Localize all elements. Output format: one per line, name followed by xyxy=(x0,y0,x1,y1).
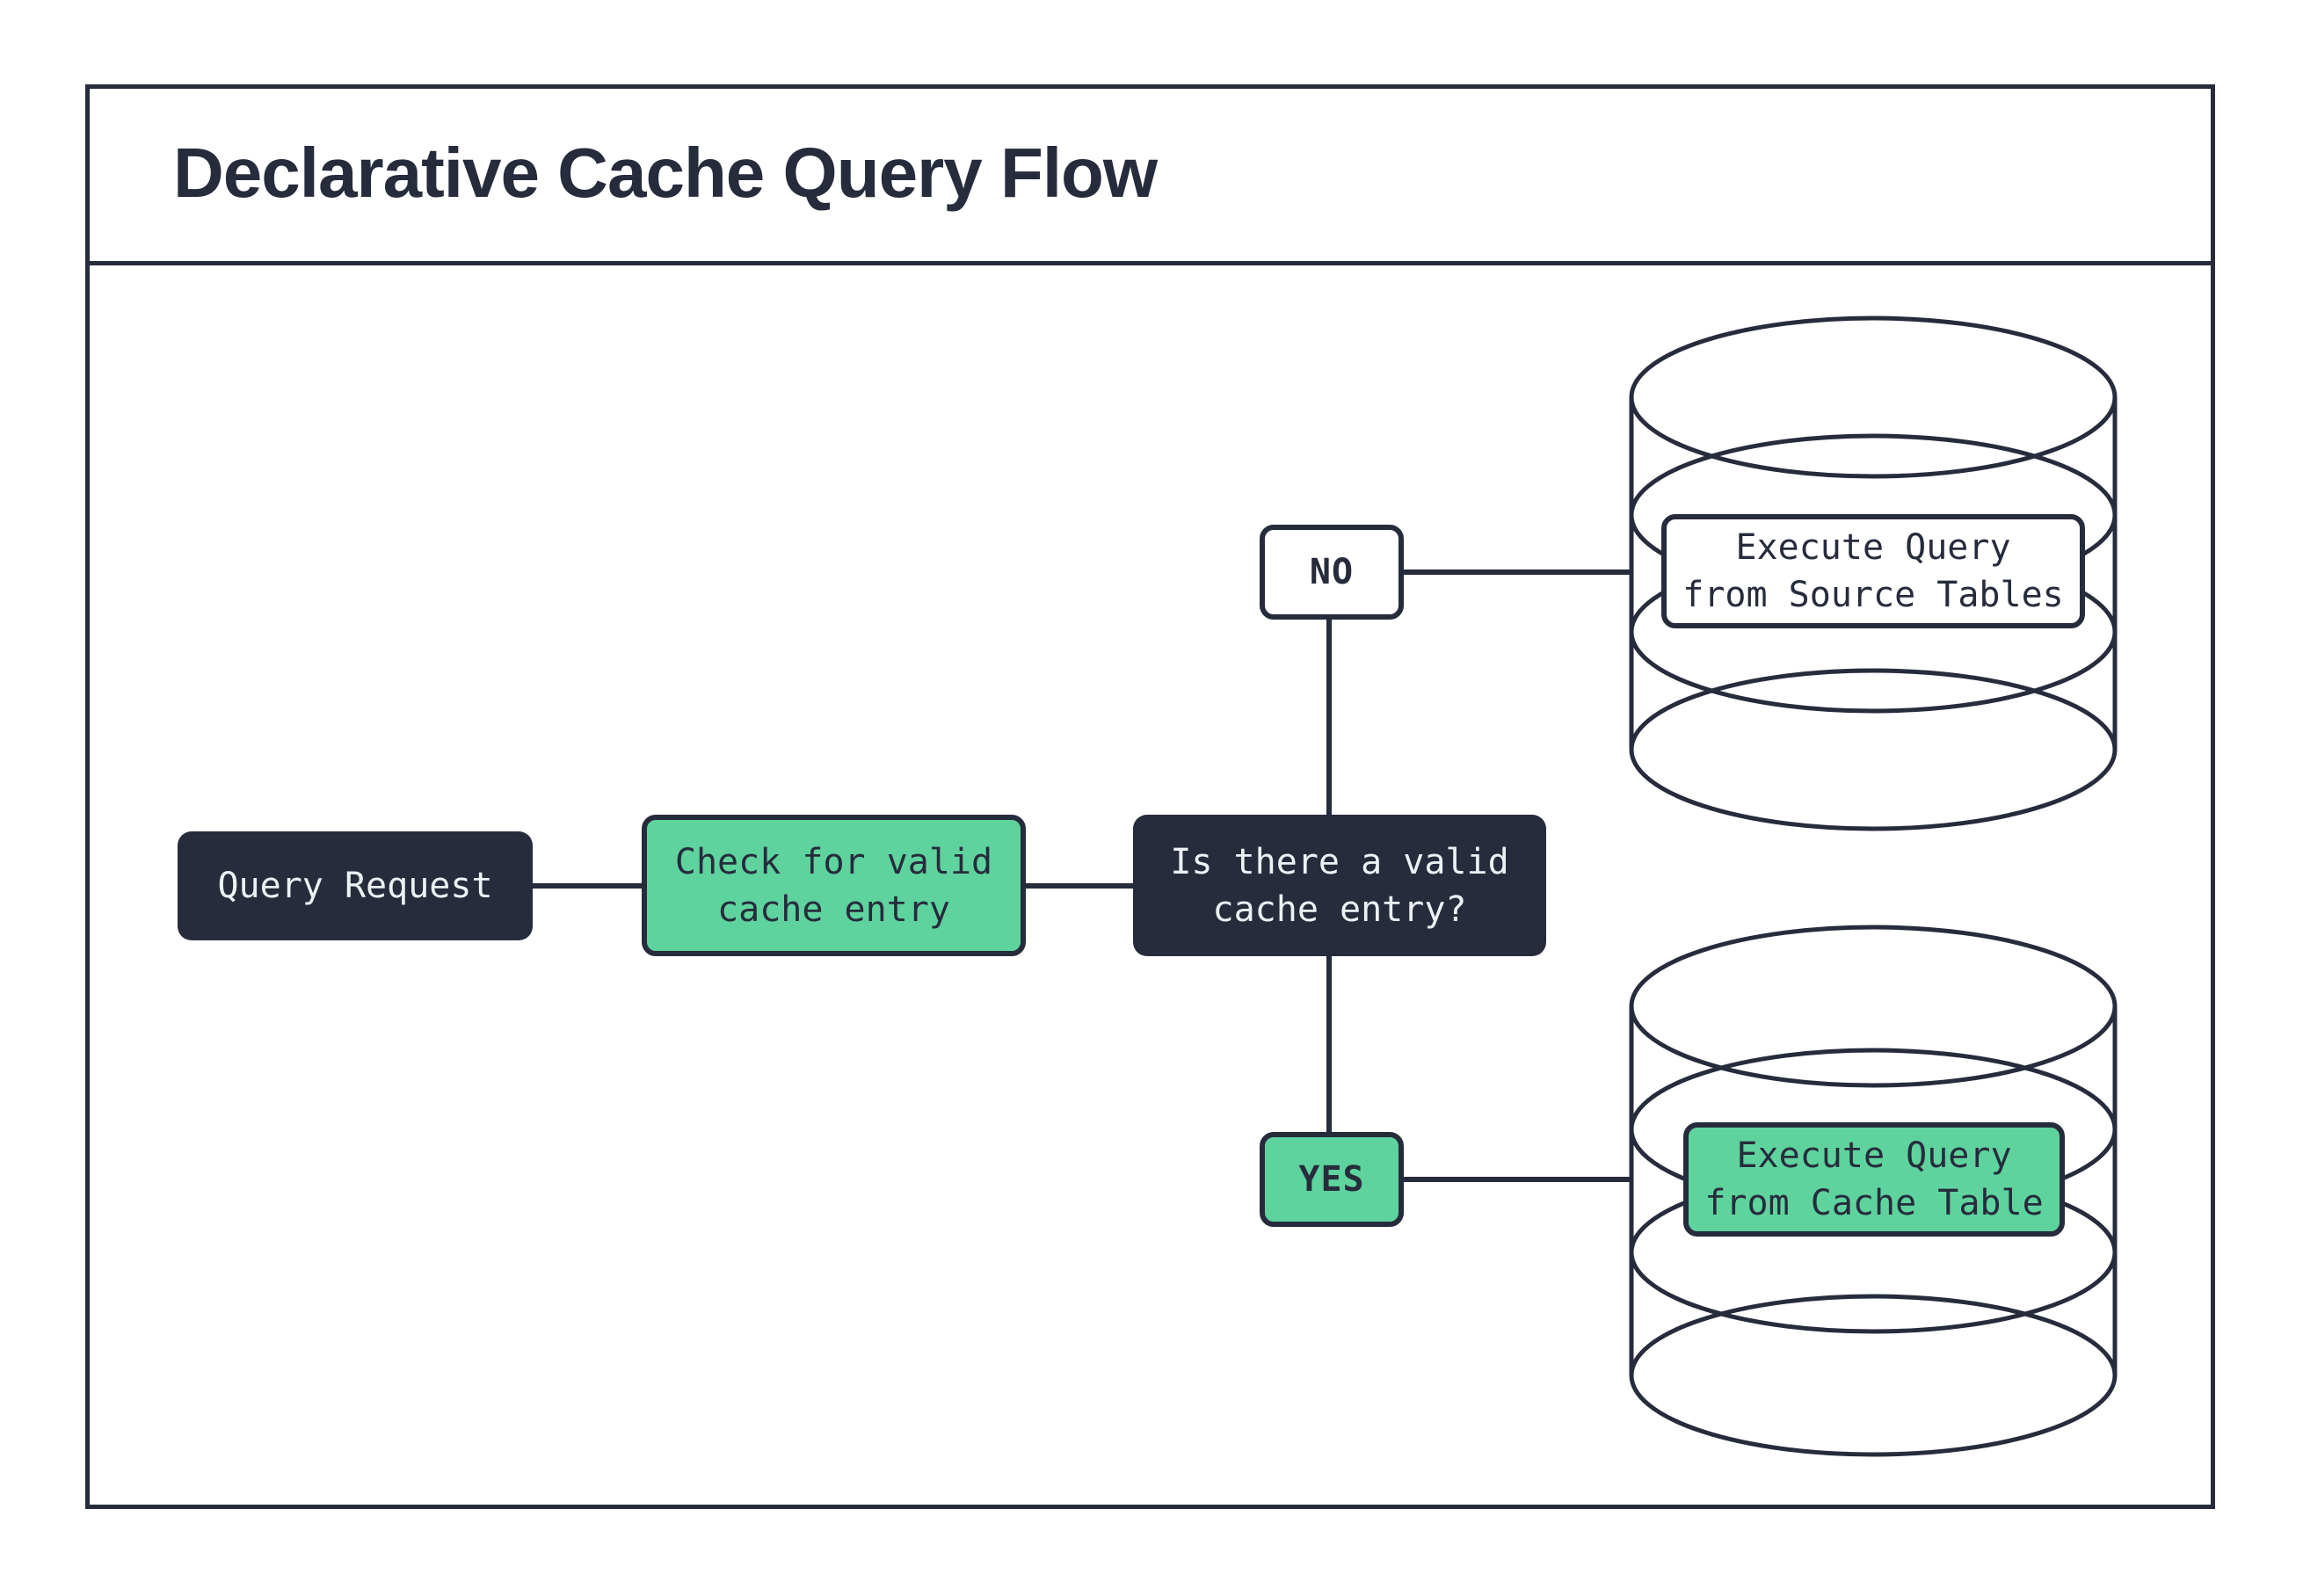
cylinder-top xyxy=(1629,925,2118,1088)
execute-cache-node: Execute Query from Cache Table xyxy=(1683,1122,2065,1237)
diagram-frame xyxy=(85,84,2215,1509)
cylinder-top xyxy=(1629,316,2118,479)
decision-node: Is there a valid cache entry? xyxy=(1133,815,1546,956)
page-title: Declarative Cache Query Flow xyxy=(173,133,1158,212)
no-branch-label: NO xyxy=(1260,525,1404,620)
cylinder-disk xyxy=(1629,668,2118,831)
query-request-node: Query Request xyxy=(178,831,533,940)
check-cache-node: Check for valid cache entry xyxy=(642,815,1026,956)
header-divider xyxy=(88,261,2213,265)
cylinder-disk xyxy=(1629,1294,2118,1457)
yes-branch-label: YES xyxy=(1260,1132,1404,1227)
flow-connectors xyxy=(533,569,1631,1182)
execute-source-node: Execute Query from Source Tables xyxy=(1661,514,2085,628)
